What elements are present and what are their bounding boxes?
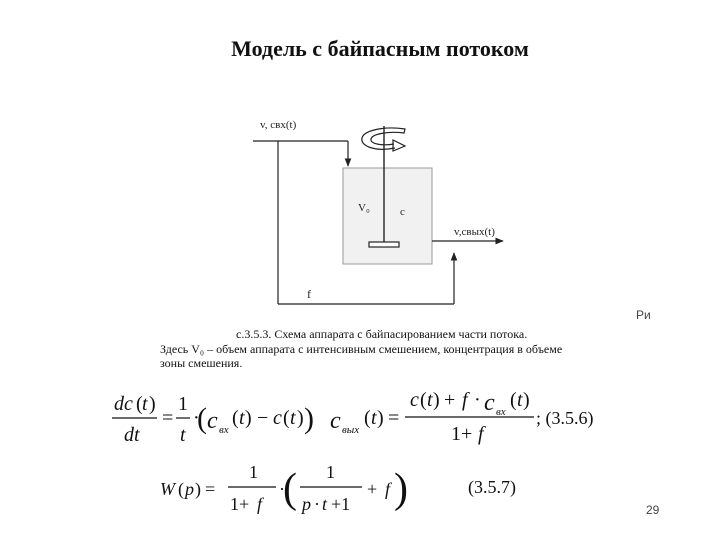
svg-text:t: t xyxy=(427,389,433,411)
svg-text:·: · xyxy=(474,389,481,411)
svg-text:): ) xyxy=(195,479,201,500)
svg-text:вх: вх xyxy=(219,424,229,436)
svg-text:(: ( xyxy=(232,407,239,429)
svg-text:1: 1 xyxy=(249,462,258,482)
svg-text:t: t xyxy=(290,407,296,429)
svg-text:t: t xyxy=(239,407,245,429)
svg-text:W: W xyxy=(160,479,177,499)
svg-text:c: c xyxy=(330,408,341,434)
svg-text:t: t xyxy=(517,389,523,411)
svg-text:t: t xyxy=(371,407,377,429)
svg-text:t: t xyxy=(180,424,186,446)
svg-text:(: ( xyxy=(283,466,297,512)
svg-text:c: c xyxy=(484,390,495,416)
svg-text:+: + xyxy=(444,389,455,411)
svg-text:1+: 1+ xyxy=(230,494,249,514)
equation-number-3-5-6: ; (3.5.6) xyxy=(536,408,594,429)
outlet-label: v,cвых(t) xyxy=(454,226,495,238)
svg-text:·: · xyxy=(279,479,285,499)
corner-label: Ри xyxy=(636,308,651,322)
svg-text:1: 1 xyxy=(326,462,335,482)
svg-text:вых: вых xyxy=(342,424,359,436)
svg-text:t: t xyxy=(142,393,148,415)
caption-line-1: с.3.5.3. Схема аппарата с байпасирование… xyxy=(236,327,528,341)
rotation-arrow-icon xyxy=(361,127,406,150)
svg-text:f: f xyxy=(462,389,470,411)
svg-text:): ) xyxy=(304,402,314,435)
svg-text:dt: dt xyxy=(124,424,140,446)
caption-line-2: Здесь V₀ – объем аппарата с интенсивным … xyxy=(160,342,563,356)
svg-text:(: ( xyxy=(420,389,427,411)
svg-text:(: ( xyxy=(510,389,517,411)
svg-text:): ) xyxy=(377,407,384,429)
svg-text:p: p xyxy=(183,479,194,499)
svg-text:(: ( xyxy=(283,407,290,429)
caption-line-3: зоны смешения. xyxy=(160,356,243,370)
svg-text:): ) xyxy=(149,393,156,415)
svg-text:(: ( xyxy=(364,407,371,429)
inlet-label: v, cвх(t) xyxy=(260,119,297,131)
svg-text:c: c xyxy=(273,407,282,429)
svg-text:): ) xyxy=(394,466,408,512)
svg-text:+: + xyxy=(367,479,377,499)
mixing-vessel xyxy=(342,167,433,265)
svg-text:f: f xyxy=(257,494,265,514)
equation-number-3-5-7: (3.5.7) xyxy=(468,477,516,498)
svg-text:(: ( xyxy=(178,479,184,500)
volume-label: V₀ xyxy=(358,202,370,214)
svg-text:+1: +1 xyxy=(331,494,350,514)
svg-text:1: 1 xyxy=(178,393,188,415)
svg-text:·: · xyxy=(314,494,320,514)
svg-text:p: p xyxy=(300,494,311,514)
svg-text:f: f xyxy=(478,423,486,445)
svg-text:): ) xyxy=(297,407,304,429)
svg-text:): ) xyxy=(245,407,252,429)
svg-text:вх: вх xyxy=(496,406,506,418)
rotation-arrowhead-icon xyxy=(392,139,407,152)
svg-text:dc: dc xyxy=(114,393,133,415)
page-number: 29 xyxy=(646,503,660,517)
svg-text:c: c xyxy=(410,389,419,411)
concentration-label: c xyxy=(400,206,405,218)
svg-text:·: · xyxy=(193,407,200,429)
slide-title: Модель с байпасным потоком xyxy=(231,36,529,61)
svg-text:f: f xyxy=(385,479,393,499)
svg-text:): ) xyxy=(523,389,530,411)
svg-text:=: = xyxy=(162,407,173,429)
svg-text:1+: 1+ xyxy=(451,423,472,445)
svg-text:−: − xyxy=(257,407,268,429)
svg-text:): ) xyxy=(433,389,440,411)
svg-text:c: c xyxy=(207,408,218,434)
svg-text:=: = xyxy=(205,479,215,499)
svg-text:=: = xyxy=(388,407,399,429)
bypass-label: f xyxy=(307,287,311,301)
svg-text:(: ( xyxy=(136,393,143,415)
stirrer-blade xyxy=(368,241,400,248)
svg-text:(: ( xyxy=(197,402,207,435)
svg-text:t: t xyxy=(322,494,328,514)
